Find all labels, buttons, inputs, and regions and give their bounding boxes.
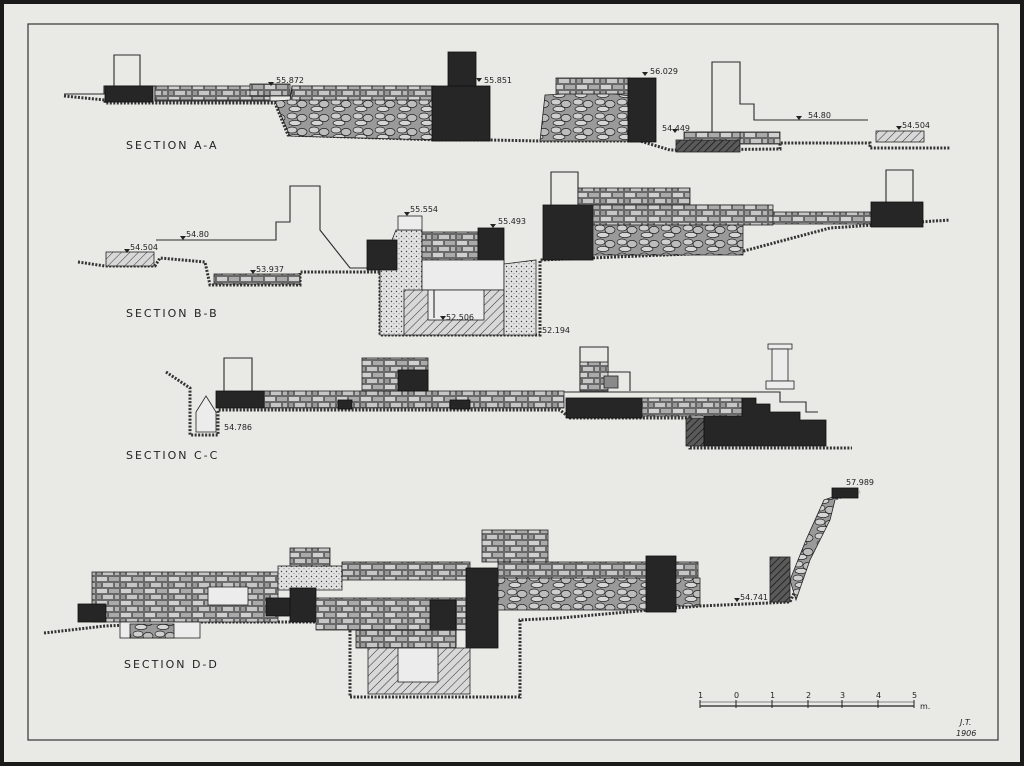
paper bbox=[4, 4, 1020, 762]
section-d-d-title: SECTION D-D bbox=[124, 658, 219, 671]
scale-label: 1 bbox=[698, 691, 703, 700]
scale-bar bbox=[699, 700, 915, 708]
scale-unit: m. bbox=[920, 702, 930, 711]
signature-year: 1906 bbox=[956, 729, 976, 738]
section-b-b bbox=[77, 169, 951, 337]
elevation-label: 54.449 bbox=[662, 124, 690, 133]
elevation-markers bbox=[124, 72, 902, 602]
elevation-label: 52.194 bbox=[542, 326, 570, 335]
section-b-b-title: SECTION B-B bbox=[126, 307, 219, 320]
elevation-label: 54.80 bbox=[808, 111, 831, 120]
scale-label: 0 bbox=[734, 691, 739, 700]
scale-label: 1 bbox=[770, 691, 775, 700]
drawing-border bbox=[27, 23, 999, 741]
elevation-label: 54.504 bbox=[902, 121, 930, 130]
elevation-label: 55.851 bbox=[484, 76, 512, 85]
elevation-label: 53.937 bbox=[256, 265, 284, 274]
signature-initials: J.T. bbox=[958, 718, 971, 727]
elevation-label: 54.80 bbox=[186, 230, 209, 239]
scale-label: 2 bbox=[806, 691, 811, 700]
elevation-label: 55.872 bbox=[276, 76, 304, 85]
elevation-label: 54.741 bbox=[740, 593, 768, 602]
section-a-a-title: SECTION A-A bbox=[126, 139, 219, 152]
elevation-label: 54.786 bbox=[224, 423, 252, 432]
section-d-d bbox=[43, 487, 861, 699]
scale-label: 4 bbox=[876, 691, 881, 700]
section-c-c-title: SECTION C-C bbox=[126, 449, 219, 462]
section-c-c bbox=[165, 343, 852, 450]
elevation-label: 55.493 bbox=[498, 217, 526, 226]
scale-label: 3 bbox=[840, 691, 845, 700]
elevation-label: 52.506 bbox=[446, 313, 474, 322]
elevation-label: 57.989 bbox=[846, 478, 874, 487]
elevation-label: 56.029 bbox=[650, 67, 678, 76]
section-a-a bbox=[63, 51, 950, 153]
elevation-label: 55.554 bbox=[410, 205, 438, 214]
elevation-label: 54.504 bbox=[130, 243, 158, 252]
scale-label: 5 bbox=[912, 691, 917, 700]
